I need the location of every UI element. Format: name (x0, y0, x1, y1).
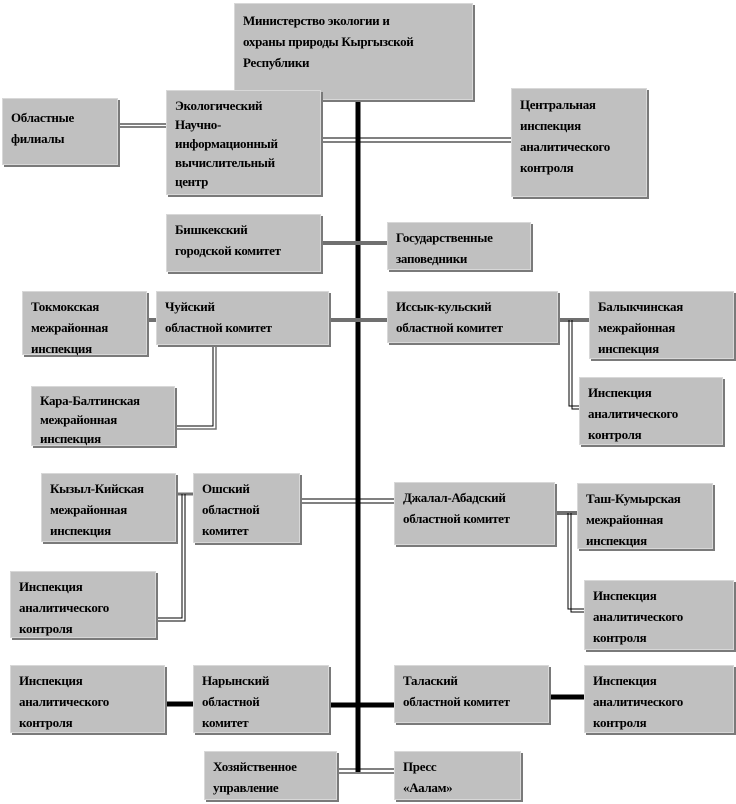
connector-chui-karabalta (175, 345, 214, 427)
issyk-analytical-inspection-box: Инспекция аналитического контроля (579, 377, 723, 445)
osh-analytical-inspection-box: Инспекция аналитического контроля (10, 571, 156, 638)
kara-balta-inspection-box: Кара-Балтинская межрайонная инспекция (31, 386, 175, 446)
connector-osh-inspection-2 (156, 494, 186, 622)
naryn-committee-box: Нарынский областной комитет (193, 665, 329, 733)
central-inspection-box: Центральная инспекция аналитического кон… (511, 88, 647, 197)
connector-chui-karabalta-2 (175, 345, 217, 430)
connector-ja-inspection-2 (570, 513, 584, 613)
issyk-kul-committee-box: Иссык-кульский областной комитет (387, 291, 558, 343)
bishkek-committee-box: Бишкекский городской комитет (166, 214, 321, 272)
connector-issyk-inspection (568, 320, 579, 407)
jalal-abad-committee-box: Джалал-Абадский областной комитет (394, 482, 555, 545)
press-aalam-box: Пресс «Аалам» (394, 751, 521, 800)
ministry-box: Министерство экологии и охраны природы К… (234, 3, 473, 100)
connector-osh-inspection (156, 494, 183, 619)
ja-analytical-inspection-box: Инспекция аналитического контроля (584, 580, 734, 650)
osh-committee-box: Ошский областной комитет (193, 473, 300, 543)
naryn-analytical-inspection-box: Инспекция аналитического контроля (10, 665, 165, 733)
kyzyl-kiya-inspection-box: Кызыл-Кийская межрайонная инспекция (41, 473, 176, 542)
state-reserves-box: Государственные заповедники (387, 222, 531, 270)
eco-center-box: Экологический Научно- информационный выч… (166, 90, 321, 195)
tokmok-inspection-box: Токмокская межрайонная инспекция (22, 291, 147, 356)
household-department-box: Хозяйственное управление (204, 751, 337, 800)
connector-ja-inspection (567, 513, 584, 610)
chui-committee-box: Чуйский областной комитет (156, 291, 329, 345)
connector-issyk-inspection-2 (571, 320, 579, 410)
talas-analytical-inspection-box: Инспекция аналитического контроля (584, 665, 734, 733)
tash-kumyr-inspection-box: Таш-Кумырская межрайонная инспекция (577, 483, 713, 549)
balykchy-inspection-box: Балыкчинская межрайонная инспекция (589, 291, 734, 359)
talas-committee-box: Талаский областной комитет (394, 665, 549, 723)
oblast-branches-box: Областные филиалы (2, 98, 118, 165)
